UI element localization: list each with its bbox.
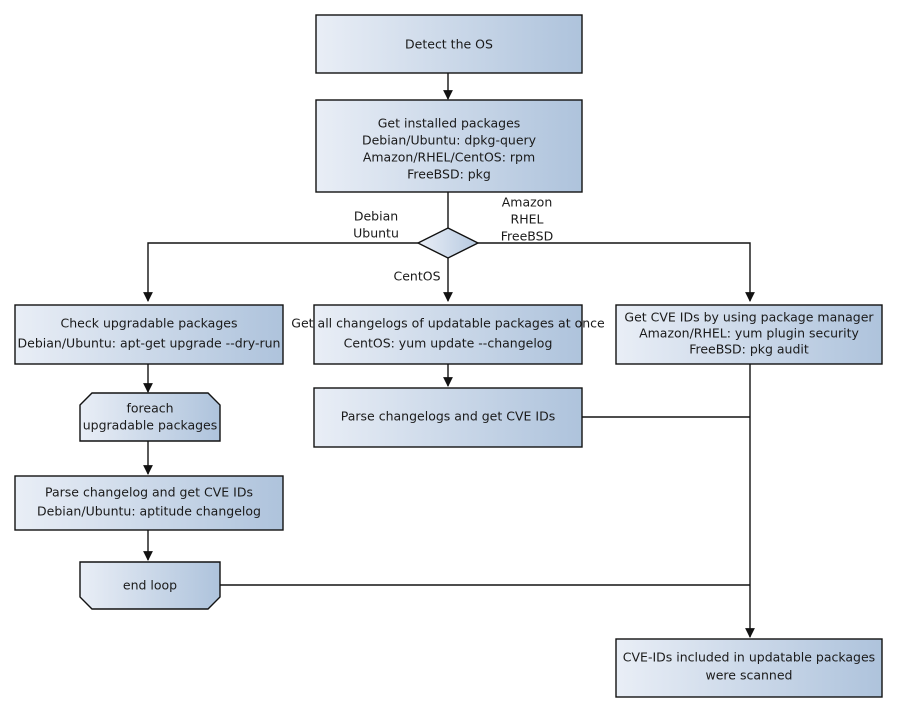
edge-decision-to-check-upgradable [143,242,418,302]
os-decision-diamond [416,227,480,259]
node-foreach-loop-start[interactable]: foreach upgradable packages [79,392,221,442]
node-get-installed-packages[interactable]: Get installed packages Debian/Ubuntu: dp… [315,99,583,193]
detect-os-box [315,14,583,74]
node-parse-changelog-cve-ids[interactable]: Parse changelog and get CVE IDs Debian/U… [14,475,284,531]
end-loop-label: end loop [123,578,177,593]
get-installed-packages-box [315,99,583,193]
scan-complete-line-2: were scanned [706,668,793,683]
node-detect-os[interactable]: Detect the OS [315,14,583,74]
get-installed-packages-line-1: Get installed packages [378,116,521,131]
scan-complete-line-1: CVE-IDs included in updatable packages [623,650,875,665]
foreach-label-line-1: foreach [126,401,173,416]
foreach-loop-shape [79,392,221,442]
foreach-label-line-2: upgradable packages [83,418,218,433]
branch-label-amazon: Amazon [502,195,553,210]
branch-label-ubuntu: Ubuntu [353,226,399,241]
get-cve-ids-line-1: Get CVE IDs by using package manager [624,310,874,325]
node-os-decision[interactable] [416,227,480,259]
node-end-loop[interactable]: end loop [79,561,221,610]
node-scan-complete[interactable]: CVE-IDs included in updatable packages w… [615,638,883,698]
parse-changelog-line-2: Debian/Ubuntu: aptitude changelog [37,504,261,519]
get-cve-ids-line-3: FreeBSD: pkg audit [689,342,809,357]
branch-label-debian-ubuntu: Debian Ubuntu [353,209,399,241]
branch-label-amazon-rhel-freebsd: Amazon RHEL FreeBSD [501,195,553,244]
node-parse-changelogs-cve-ids[interactable]: Parse changelogs and get CVE IDs [313,387,583,448]
get-installed-packages-line-3: Amazon/RHEL/CentOS: rpm [363,150,535,165]
branch-label-debian: Debian [354,209,398,224]
get-installed-packages-line-4: FreeBSD: pkg [407,167,491,182]
branch-label-centos: CentOS [393,269,440,284]
detect-os-label: Detect the OS [405,37,493,52]
check-upgradable-packages-box [14,304,284,365]
parse-changelog-line-1: Parse changelog and get CVE IDs [45,485,253,500]
check-upgradable-line-2: Debian/Ubuntu: apt-get upgrade --dry-run [18,336,281,351]
get-installed-packages-line-2: Debian/Ubuntu: dpkg-query [362,133,537,148]
scan-complete-box [615,638,883,698]
branch-label-centos-text: CentOS [393,269,440,284]
get-cve-ids-package-manager-box [615,304,883,365]
parse-changelogs-box [313,387,583,448]
get-all-changelogs-box [313,304,583,365]
get-all-changelogs-line-2: CentOS: yum update --changelog [344,336,553,351]
branch-label-rhel: RHEL [511,212,544,227]
get-cve-ids-line-2: Amazon/RHEL: yum plugin security [639,326,859,341]
branch-label-freebsd: FreeBSD [501,229,553,244]
check-upgradable-line-1: Check upgradable packages [61,316,238,331]
node-check-upgradable-packages[interactable]: Check upgradable packages Debian/Ubuntu:… [14,304,284,365]
parse-changelogs-label: Parse changelogs and get CVE IDs [341,409,555,424]
get-all-changelogs-line-1: Get all changelogs of updatable packages… [291,316,605,331]
node-get-all-changelogs[interactable]: Get all changelogs of updatable packages… [291,304,605,365]
parse-changelog-box [14,475,284,531]
end-loop-shape [79,561,221,610]
node-get-cve-ids-package-manager[interactable]: Get CVE IDs by using package manager Ama… [615,304,883,365]
edge-decision-to-pkg-manager [478,242,755,302]
edges-layer [143,73,755,638]
